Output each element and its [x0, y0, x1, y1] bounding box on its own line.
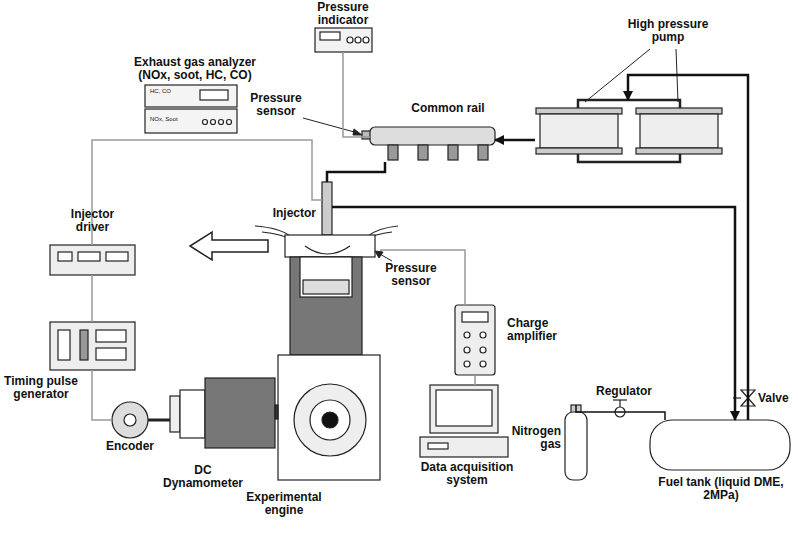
node-label: Exhaust gas analyzer (NOx, soot, HC, CO): [125, 56, 265, 82]
connector-line: [332, 207, 735, 420]
connector-line: [576, 405, 665, 420]
injector: Injector: [322, 182, 332, 235]
part-label: NOx, Soot: [150, 116, 195, 123]
experimental-engine: Experimental engine: [278, 235, 380, 480]
node-label: Common rail: [398, 102, 498, 115]
timing-pulse-generator: Timing pulse generator: [50, 322, 135, 370]
node-label: DC Dynamometer: [160, 464, 246, 490]
dc-dynamometer: DC Dynamometer: [170, 378, 275, 448]
part-label: Regulator: [592, 385, 656, 398]
fuel-tank: Fuel tank (liquid DME, 2MPa): [650, 420, 790, 470]
connector-line: [495, 139, 535, 142]
node-label: Data acquisition system: [414, 461, 520, 487]
part-label: HC, CO: [150, 88, 195, 95]
injector-driver: Injector driver: [50, 245, 135, 275]
connector-line: [628, 75, 748, 420]
part-label: Valve: [758, 392, 796, 405]
node-label: Charge amplifier: [507, 317, 577, 343]
connector-line: [343, 52, 370, 137]
connector-line: [92, 370, 112, 420]
connector-line: [91, 275, 93, 322]
part-label: Pressure sensor: [380, 262, 442, 288]
connector-line: [327, 162, 385, 182]
connector-line: [92, 140, 322, 245]
encoder: Encoder: [112, 402, 148, 438]
connector-line: [380, 250, 465, 305]
nitrogen-gas-cylinder: Nitrogen gas: [565, 405, 587, 480]
connector-line: [474, 375, 476, 385]
node-label: Experimental engine: [236, 491, 332, 517]
pressure-indicator: Pressure indicator: [315, 28, 372, 52]
node-label: High pressure pump: [623, 18, 713, 44]
node-label: Injector: [260, 207, 316, 220]
common-rail: Common rail: [370, 123, 495, 162]
high-pressure-pump: High pressure pump: [535, 100, 722, 158]
part-label: Pressure sensor: [246, 92, 306, 118]
node-label: Nitrogen gas: [501, 425, 561, 451]
data-acquisition-system: Data acquisition system: [420, 385, 508, 457]
node-label: Encoder: [100, 440, 160, 453]
node-label: Pressure indicator: [303, 1, 383, 27]
node-label: Fuel tank (liquid DME, 2MPa): [658, 476, 784, 502]
charge-amplifier: Charge amplifier: [455, 305, 495, 375]
node-label: Injector driver: [55, 208, 130, 234]
node-label: Timing pulse generator: [0, 375, 82, 401]
